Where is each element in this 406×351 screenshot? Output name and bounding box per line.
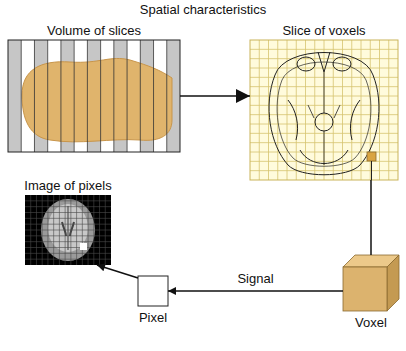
connector bbox=[97, 265, 138, 278]
grid-line bbox=[25, 253, 111, 254]
slice-ground bbox=[250, 40, 398, 180]
volume-ground bbox=[8, 40, 180, 152]
grid-line bbox=[250, 114, 398, 115]
leader-line bbox=[371, 161, 372, 180]
slice-line bbox=[34, 40, 35, 152]
nose bbox=[318, 52, 330, 72]
grid-line bbox=[25, 218, 111, 219]
grid-line bbox=[25, 212, 111, 213]
connector bbox=[180, 95, 250, 97]
grid-line bbox=[324, 40, 325, 180]
connector bbox=[370, 180, 372, 255]
mri-ground bbox=[25, 195, 111, 265]
grid-line bbox=[250, 68, 398, 69]
slice-stripe bbox=[8, 40, 21, 152]
midline bbox=[324, 72, 325, 113]
node-label: Voxel bbox=[355, 314, 387, 332]
grid-line bbox=[351, 40, 352, 180]
volume-panel: Volume of slices bbox=[8, 22, 180, 152]
grid-line bbox=[25, 241, 111, 242]
temporal-lobe bbox=[350, 100, 360, 140]
voxel-highlight bbox=[367, 152, 376, 161]
grid-line bbox=[250, 170, 398, 171]
voxel-cube: Voxel bbox=[343, 255, 399, 332]
grid-line bbox=[259, 40, 260, 180]
grid-line bbox=[25, 235, 111, 236]
node-label: Slice of voxels bbox=[282, 22, 365, 40]
vessel bbox=[308, 105, 340, 118]
diagram-title: Spatial characteristics bbox=[0, 1, 406, 19]
picture-frame bbox=[138, 276, 168, 306]
slice-line bbox=[127, 40, 128, 152]
orbit bbox=[333, 57, 351, 71]
grid-line bbox=[296, 40, 297, 180]
picture-frame bbox=[8, 40, 180, 152]
midline bbox=[324, 131, 325, 165]
picture-frame bbox=[250, 40, 398, 180]
image-panel: Image of pixels bbox=[24, 177, 111, 265]
slice-line bbox=[60, 40, 61, 152]
node-label: Pixel bbox=[139, 309, 167, 327]
slice-stripes bbox=[8, 40, 180, 152]
grid-line bbox=[25, 230, 111, 231]
node-label: Volume of slices bbox=[47, 22, 141, 40]
brainstem bbox=[315, 113, 333, 131]
grid-line bbox=[250, 58, 398, 59]
pixel-square bbox=[138, 276, 168, 306]
slice-line bbox=[113, 40, 114, 152]
grid-line bbox=[388, 40, 389, 180]
slice-line bbox=[74, 40, 75, 152]
grid-line bbox=[25, 206, 111, 207]
slice-line bbox=[153, 40, 154, 152]
slice-line bbox=[87, 40, 88, 152]
slice-panel: Slice of voxels bbox=[250, 22, 398, 180]
slice-line bbox=[100, 40, 101, 152]
grid-line bbox=[342, 40, 343, 180]
pixel-grid bbox=[25, 195, 111, 265]
picture-frame bbox=[343, 255, 399, 311]
slice-line bbox=[21, 40, 22, 152]
grid-line bbox=[277, 40, 278, 180]
grid-line bbox=[305, 40, 306, 180]
brain-outline bbox=[277, 62, 371, 166]
grid-line bbox=[250, 49, 398, 50]
node-label: Image of pixels bbox=[24, 177, 111, 195]
grid-line bbox=[25, 224, 111, 225]
volume-border bbox=[8, 40, 180, 152]
cube-side bbox=[387, 255, 399, 311]
grid-line bbox=[250, 124, 398, 125]
orbit bbox=[297, 57, 315, 71]
pixel-highlight bbox=[80, 243, 87, 250]
brain-drawing bbox=[269, 52, 379, 175]
slice-line bbox=[140, 40, 141, 152]
grid-line bbox=[25, 200, 111, 201]
slice-line bbox=[166, 40, 167, 152]
slice-lines bbox=[21, 40, 167, 152]
pixel-box: Pixel bbox=[138, 276, 168, 327]
picture-frame bbox=[25, 195, 111, 265]
body-volume bbox=[22, 58, 172, 141]
grid-line bbox=[25, 247, 111, 248]
mri-brain bbox=[48, 204, 88, 252]
connector bbox=[168, 290, 343, 292]
slice-line bbox=[47, 40, 48, 152]
grid-line bbox=[25, 259, 111, 260]
cube-front bbox=[343, 267, 387, 311]
edge-label: Signal bbox=[235, 271, 275, 287]
voxel-grid bbox=[250, 40, 398, 180]
head-outline bbox=[269, 53, 379, 175]
slice-border bbox=[250, 40, 398, 180]
temporal-lobe bbox=[288, 100, 298, 140]
